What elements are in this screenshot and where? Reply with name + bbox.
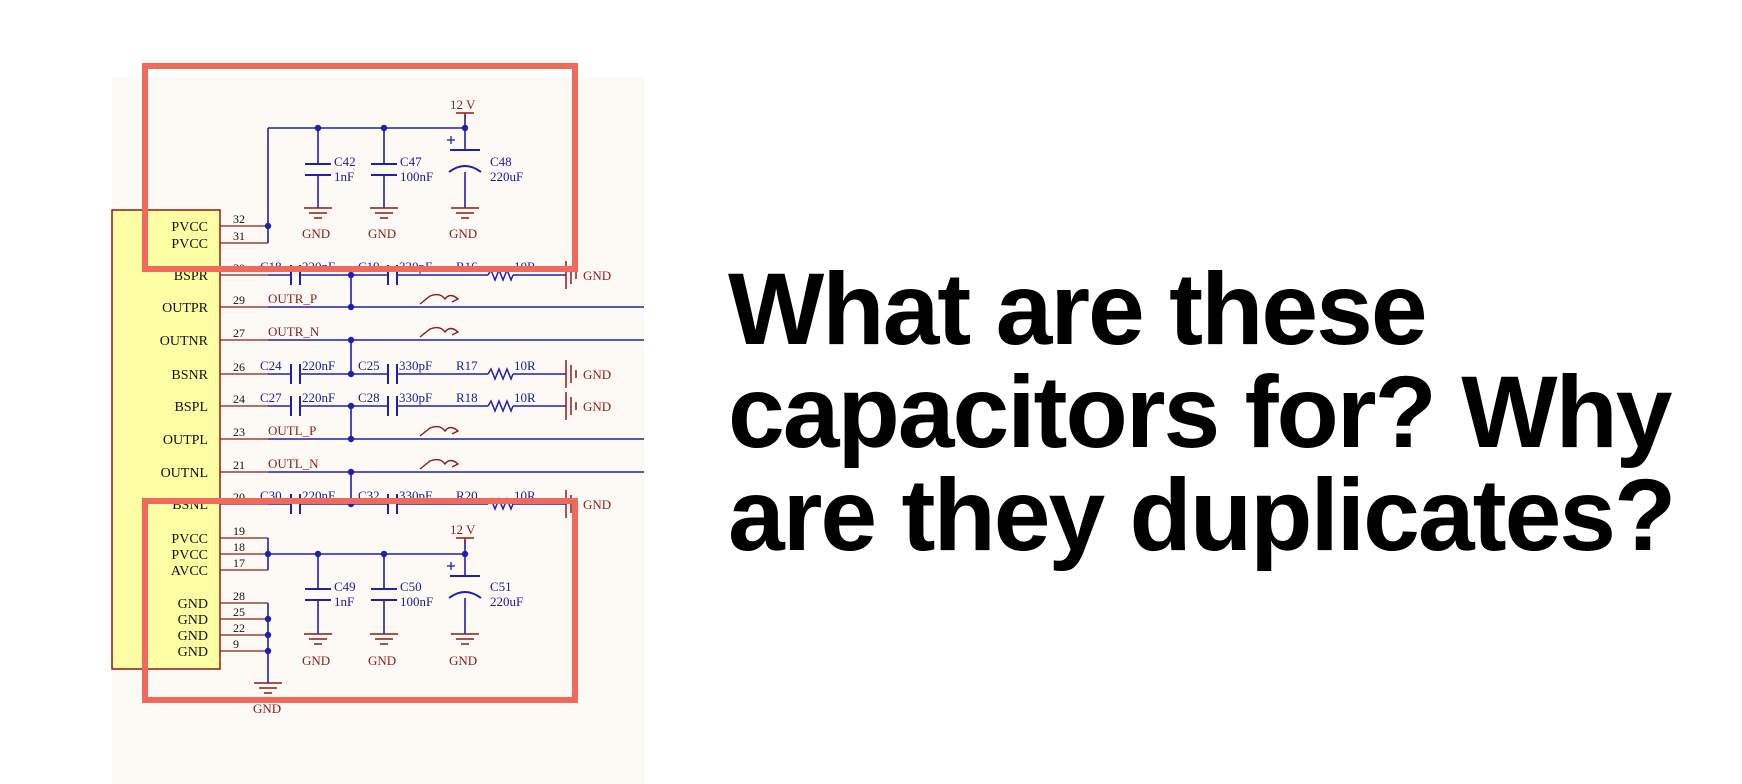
- cap-value: 330pF: [399, 358, 432, 373]
- pin-number: 19: [233, 524, 245, 538]
- pin-name: PVCC: [171, 532, 208, 547]
- gnd-label: GND: [583, 497, 611, 512]
- resistor-value: 10R: [514, 390, 536, 405]
- net-tie-symbols: [419, 293, 460, 470]
- gnd-label: GND: [449, 226, 477, 241]
- gnd-label: GND: [449, 653, 477, 668]
- cap-ref: C51: [490, 579, 512, 594]
- cap-value: 1nF: [334, 169, 354, 184]
- pin-number: 9: [233, 637, 239, 651]
- supply-label: 12 V: [450, 522, 476, 537]
- pin-number: 24: [233, 392, 245, 406]
- lower-decoupling-network: 12 V GND GND GND GND C49 1nF C50 100nF C…: [253, 522, 523, 716]
- pin-name: OUTNL: [161, 466, 208, 481]
- cap-ref: C25: [358, 358, 380, 373]
- upper-decoupling-network: 12 V GND GND GND C42 1nF C47 100nF C48 2…: [264, 97, 523, 243]
- pin-name: GND: [178, 597, 208, 612]
- net-label: OUTL_P: [268, 423, 316, 438]
- pin-number: 27: [233, 326, 245, 340]
- pin-name: BSPL: [175, 400, 208, 415]
- cap-value: 220uF: [490, 594, 523, 609]
- pin-number: 32: [233, 212, 245, 226]
- pin-name: GND: [178, 613, 208, 628]
- pin-number: 28: [233, 589, 245, 603]
- cap-value: 1nF: [334, 594, 354, 609]
- pin-name: BSNR: [171, 368, 208, 383]
- pin-name: BSPR: [174, 269, 209, 284]
- pin-name: PVCC: [171, 237, 208, 252]
- pin-name: GND: [178, 629, 208, 644]
- pin-number: 18: [233, 540, 245, 554]
- pin-number: 31: [233, 229, 245, 243]
- cap-ref: C42: [334, 154, 356, 169]
- pin-lines: [220, 225, 268, 652]
- gnd-label: GND: [253, 701, 281, 716]
- cap-value: 220uF: [490, 169, 523, 184]
- capacitor-c51: [447, 562, 482, 599]
- pin-number: 26: [233, 360, 245, 374]
- supply-12v-symbol: [456, 112, 474, 118]
- capacitor-c47: [371, 163, 397, 176]
- gnd-label: GND: [368, 653, 396, 668]
- resistor-value: 10R: [514, 358, 536, 373]
- gnd-label: GND: [302, 226, 330, 241]
- pin-name: OUTPR: [162, 301, 209, 316]
- gnd-label: GND: [583, 367, 611, 382]
- pin-name: OUTPL: [163, 433, 208, 448]
- pin-number: 23: [233, 425, 245, 439]
- gnd-label: GND: [368, 226, 396, 241]
- highlight-box-upper: [142, 63, 578, 272]
- net-label: OUTR_N: [268, 324, 320, 339]
- question-line: What are these: [728, 252, 1428, 366]
- supply-label: 12 V: [450, 97, 476, 112]
- cap-ref: C50: [400, 579, 422, 594]
- pin-number: 29: [233, 293, 245, 307]
- pin-name: OUTNR: [160, 334, 209, 349]
- cap-ref: C27: [260, 390, 282, 405]
- cap-ref: C48: [490, 154, 512, 169]
- resistor-ref: R17: [456, 358, 478, 373]
- ground-symbols: [304, 207, 479, 219]
- gnd-label: GND: [302, 653, 330, 668]
- cap-ref: C24: [260, 358, 282, 373]
- cap-value: 220nF: [302, 358, 335, 373]
- resistor-ref: R18: [456, 390, 478, 405]
- cap-ref: C49: [334, 579, 356, 594]
- cap-value: 100nF: [400, 169, 433, 184]
- pin-name: PVCC: [171, 220, 208, 235]
- highlight-box-lower: [142, 498, 578, 703]
- pin-number: 17: [233, 556, 245, 570]
- net-label: OUTL_N: [268, 456, 319, 471]
- pin-number: 22: [233, 621, 245, 635]
- cap-value: 220nF: [302, 390, 335, 405]
- capacitor-c42: [305, 163, 331, 176]
- capacitor-c49: [305, 588, 331, 601]
- question-heading: What are these capacitors for? Why are t…: [728, 252, 1728, 573]
- cap-ref: C28: [358, 390, 380, 405]
- question-line: capacitors for? Why: [728, 355, 1673, 470]
- cap-ref: C47: [400, 154, 422, 169]
- capacitor-c48: [447, 136, 482, 173]
- cap-value: 100nF: [400, 594, 433, 609]
- supply-12v-symbol: [456, 537, 474, 543]
- gnd-label: GND: [583, 268, 611, 283]
- pin-number: 25: [233, 605, 245, 619]
- pin-number: 21: [233, 458, 245, 472]
- pin-name: AVCC: [171, 564, 208, 579]
- question-line: are they duplicates?: [728, 458, 1676, 573]
- gnd-label: GND: [583, 399, 611, 414]
- pin-name: GND: [178, 645, 208, 660]
- pin-name: PVCC: [171, 548, 208, 563]
- amplifier-ic: [111, 209, 221, 670]
- net-label: OUTR_P: [268, 291, 317, 306]
- cap-value: 330pF: [399, 390, 432, 405]
- capacitor-c50: [371, 588, 397, 601]
- ground-symbols: [254, 633, 479, 694]
